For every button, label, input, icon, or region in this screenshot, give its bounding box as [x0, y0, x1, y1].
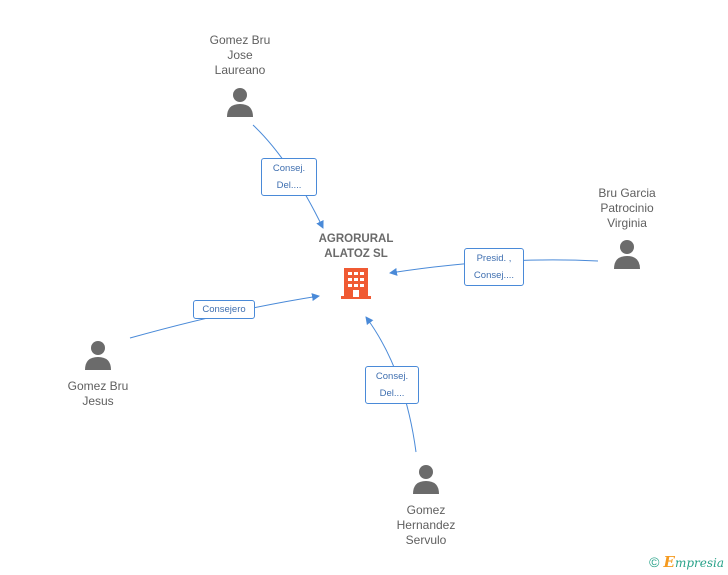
person-name: Bru Garcia Patrocinio Virginia — [598, 186, 656, 230]
copyright-symbol: © — [649, 554, 660, 570]
person-name: Gomez Bru Jose Laureano — [209, 33, 271, 77]
brand-logo: Empresia — [663, 553, 725, 571]
person-node-p4[interactable]: Gomez Hernandez Servulo — [381, 464, 471, 548]
relation-label-p2[interactable]: Presid. , Consej.... — [464, 248, 524, 286]
relation-label-p4[interactable]: Consej. Del.... — [365, 366, 419, 404]
person-icon — [413, 465, 439, 494]
company-node[interactable]: AGRORURAL ALATOZ SL — [308, 232, 404, 305]
person-name: Gomez Bru Jesus — [67, 379, 129, 408]
building-icon — [341, 268, 371, 299]
company-name: AGRORURAL ALATOZ SL — [318, 233, 394, 260]
relation-label-p3[interactable]: Consejero — [193, 300, 255, 319]
person-icon — [614, 240, 640, 269]
person-icon — [227, 88, 253, 117]
person-node-p2[interactable]: Bru Garcia Patrocinio Virginia — [582, 186, 672, 273]
person-name: Gomez Hernandez Servulo — [396, 503, 456, 547]
relation-label-p1[interactable]: Consej. Del.... — [261, 158, 317, 196]
brand-footer[interactable]: © Empresia — [649, 553, 724, 571]
person-node-p3[interactable]: Gomez Bru Jesus — [53, 340, 143, 409]
person-icon — [85, 341, 111, 370]
person-node-p1[interactable]: Gomez Bru Jose Laureano — [195, 33, 285, 121]
